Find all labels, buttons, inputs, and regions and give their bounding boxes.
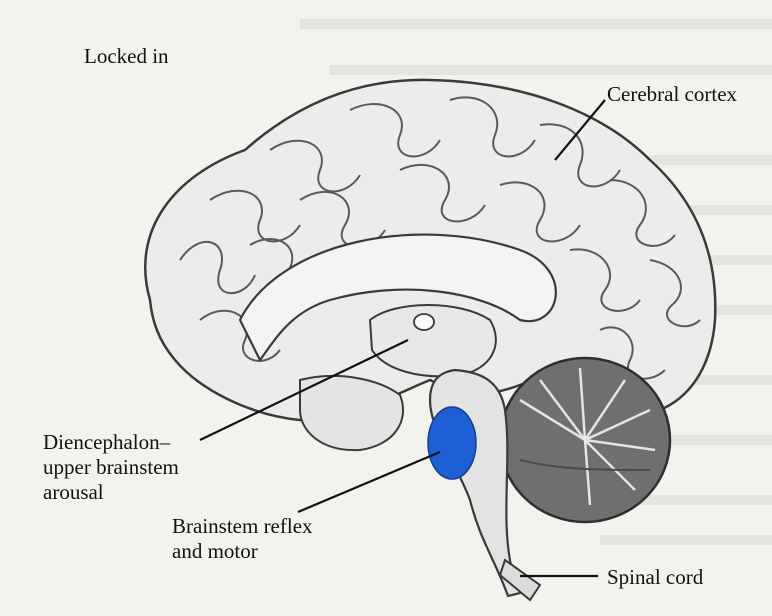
label-brainstem-line-1: Brainstem reflex [172, 514, 313, 538]
temporal-lobe [299, 374, 405, 452]
label-spinal-cord: Spinal cord [607, 565, 704, 589]
thalamic-nucleus [413, 313, 435, 331]
leader-brainstem [297, 450, 441, 514]
gyri [179, 96, 701, 380]
brainstem-highlight-ellipse [427, 406, 477, 480]
label-brainstem: Brainstem reflex and motor [172, 514, 313, 564]
cerebellum [498, 356, 672, 524]
label-brainstem-line-2: and motor [172, 539, 258, 563]
figure-title: Locked in [84, 44, 169, 68]
label-cerebral-cortex: Cerebral cortex [607, 82, 738, 106]
label-diencephalon-line-3: arousal [43, 480, 104, 504]
diencephalon [368, 304, 497, 378]
leader-diencephalon [199, 339, 409, 441]
leader-lines [199, 99, 606, 578]
corpus-callosum [238, 233, 557, 363]
leader-cerebral-cortex [554, 99, 606, 161]
label-diencephalon-line-2: upper brainstem [43, 455, 179, 479]
label-diencephalon: Diencephalon– upper brainstem arousal [43, 430, 179, 505]
label-diencephalon-line-1: Diencephalon– [43, 430, 171, 454]
